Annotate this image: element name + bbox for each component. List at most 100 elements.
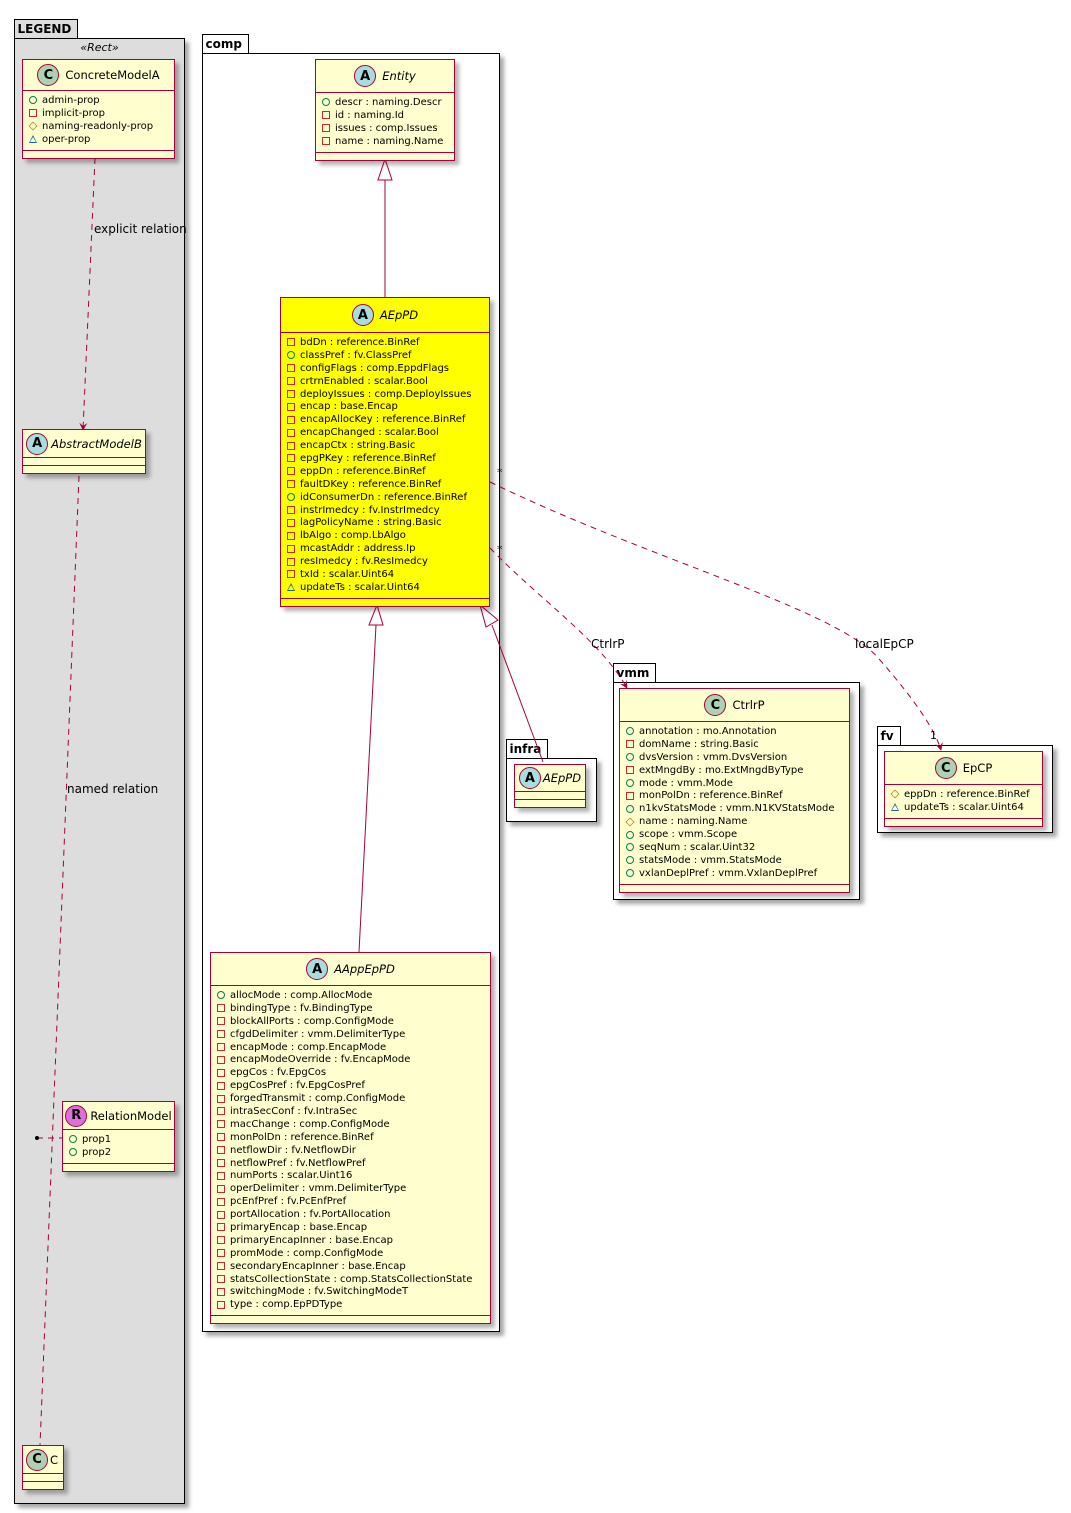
class-name: CtrlrP xyxy=(732,698,765,712)
private-visibility-icon xyxy=(217,1262,225,1271)
attribute-text: intraSecConf : fv.IntraSec xyxy=(230,1105,358,1117)
attribute-row: switchingMode : fv.SwitchingModeT xyxy=(217,1285,490,1298)
attribute-text: mcastAddr : address.Ip xyxy=(300,543,416,555)
public-visibility-icon xyxy=(626,830,634,839)
attribute-row: issues : comp.Issues xyxy=(322,122,454,135)
class-name: AbstractModelB xyxy=(51,436,142,451)
private-visibility-icon xyxy=(287,557,295,566)
private-visibility-icon xyxy=(287,570,295,579)
infra-package-tab: infra xyxy=(505,739,549,758)
class-name: AEpPD xyxy=(542,771,582,785)
named-relation-label: named relation xyxy=(67,782,159,796)
attribute-text: eppDn : reference.BinRef xyxy=(300,465,426,477)
attribute-row: domName : string.Basic xyxy=(626,738,849,751)
private-visibility-icon xyxy=(217,1184,225,1193)
attribute-text: switchingMode : fv.SwitchingModeT xyxy=(230,1286,409,1298)
attribute-text: allocMode : comp.AllocMode xyxy=(230,989,373,1001)
attribute-row: intraSecConf : fv.IntraSec xyxy=(217,1105,490,1118)
attribute-row: seqNum : scalar.Uint32 xyxy=(626,841,849,854)
infra-aeppd-to-aeppd-edge xyxy=(491,624,544,763)
attribute-text: oper-prop xyxy=(42,133,91,145)
localepcp-target-multiplicity: 1 xyxy=(930,729,937,742)
private-visibility-icon xyxy=(217,1223,225,1232)
attribute-text: cfgdDelimiter : vmm.DelimiterType xyxy=(230,1028,406,1040)
class-name: AAppEpPD xyxy=(334,962,395,976)
attribute-row: bdDn : reference.BinRef xyxy=(287,336,489,349)
public-visibility-icon xyxy=(626,869,634,878)
private-visibility-icon xyxy=(287,454,295,463)
public-visibility-icon xyxy=(69,1135,77,1144)
attribute-row: name : naming.Name xyxy=(625,815,849,828)
private-visibility-icon xyxy=(217,1146,225,1155)
class-name: C xyxy=(50,1452,59,1467)
attribute-text: admin-prop xyxy=(42,94,100,106)
private-visibility-icon xyxy=(217,1210,225,1219)
generalization-triangle xyxy=(368,603,384,626)
private-visibility-icon xyxy=(217,1107,225,1116)
attribute-row: pcEnfPref : fv.PcEnfPref xyxy=(217,1195,490,1208)
attribute-text: netflowDir : fv.NetflowDir xyxy=(230,1144,356,1156)
attribute-text: macChange : comp.ConfigMode xyxy=(230,1118,390,1130)
attribute-text: implicit-prop xyxy=(42,107,105,119)
attribute-row: forgedTransmit : comp.ConfigMode xyxy=(217,1092,490,1105)
attribute-row: encapMode : comp.EncapMode xyxy=(217,1041,490,1054)
attribute-text: portAllocation : fv.PortAllocation xyxy=(230,1209,391,1221)
attribute-text: scope : vmm.Scope xyxy=(639,829,738,841)
attribute-text: crtrnEnabled : scalar.Bool xyxy=(300,375,428,387)
attribute-row: type : comp.EpPDType xyxy=(217,1298,490,1311)
class-badge-icon: C xyxy=(934,757,957,779)
attribute-text: idConsumerDn : reference.BinRef xyxy=(300,491,467,503)
attribute-row: statsMode : vmm.StatsMode xyxy=(626,854,849,867)
class-abstract-model-b[interactable]: A AbstractModelB xyxy=(22,429,146,474)
attribute-row: vxlanDeplPref : vmm.VxlanDeplPref xyxy=(626,867,849,880)
attribute-row: updateTs : scalar.Uint64 xyxy=(891,801,1042,814)
class-badge-icon: A xyxy=(26,432,49,455)
private-visibility-icon xyxy=(217,1197,225,1206)
attribute-text: instrImedcy : fv.InstrImedcy xyxy=(300,504,440,516)
private-visibility-icon xyxy=(287,480,295,489)
localepcp-relation-label: localEpCP xyxy=(855,637,914,651)
attribute-text: mode : vmm.Mode xyxy=(639,777,733,789)
private-visibility-icon xyxy=(29,109,37,118)
class-infra-aeppd[interactable]: A AEpPD xyxy=(514,764,586,808)
class-c[interactable]: C C xyxy=(22,1445,64,1490)
attribute-text: secondaryEncapInner : base.Encap xyxy=(230,1260,406,1272)
class-badge-icon: C xyxy=(704,694,727,716)
private-visibility-icon xyxy=(217,1275,225,1284)
attribute-row: crtrnEnabled : scalar.Bool xyxy=(287,375,489,388)
private-visibility-icon xyxy=(287,415,295,424)
attribute-row: deployIssues : comp.DeployIssues xyxy=(287,388,489,401)
attribute-row: prop2 xyxy=(69,1146,174,1159)
attribute-row: statsCollectionState : comp.StatsCollect… xyxy=(217,1273,490,1286)
explicit-relation-edge xyxy=(79,157,96,431)
private-visibility-icon xyxy=(287,531,295,540)
attribute-row: primaryEncap : base.Encap xyxy=(217,1221,490,1234)
attribute-text: lbAlgo : comp.LbAlgo xyxy=(300,530,406,542)
attribute-text: descr : naming.Descr xyxy=(335,96,442,108)
attribute-text: epgCosPref : fv.EpgCosPref xyxy=(230,1080,365,1092)
attribute-row: operDelimiter : vmm.DelimiterType xyxy=(217,1182,490,1195)
private-visibility-icon xyxy=(287,518,295,527)
class-badge-icon: R xyxy=(65,1104,88,1127)
attribute-text: eppDn : reference.BinRef xyxy=(904,788,1030,800)
class-badge-icon: A xyxy=(518,767,541,789)
attribute-text: bindingType : fv.BindingType xyxy=(230,1002,373,1014)
private-visibility-icon xyxy=(217,1120,225,1129)
attribute-text: deployIssues : comp.DeployIssues xyxy=(300,388,472,400)
private-visibility-icon xyxy=(217,1133,225,1142)
attribute-row: id : naming.Id xyxy=(322,109,454,122)
attribute-text: blockAllPorts : comp.ConfigMode xyxy=(230,1015,394,1027)
attribute-row: idConsumerDn : reference.BinRef xyxy=(287,491,489,504)
ctrlrp-relation-label: CtrlrP xyxy=(591,637,625,651)
private-visibility-icon xyxy=(287,506,295,515)
attribute-text: updateTs : scalar.Uint64 xyxy=(300,581,420,593)
attribute-row: monPolDn : reference.BinRef xyxy=(217,1131,490,1144)
